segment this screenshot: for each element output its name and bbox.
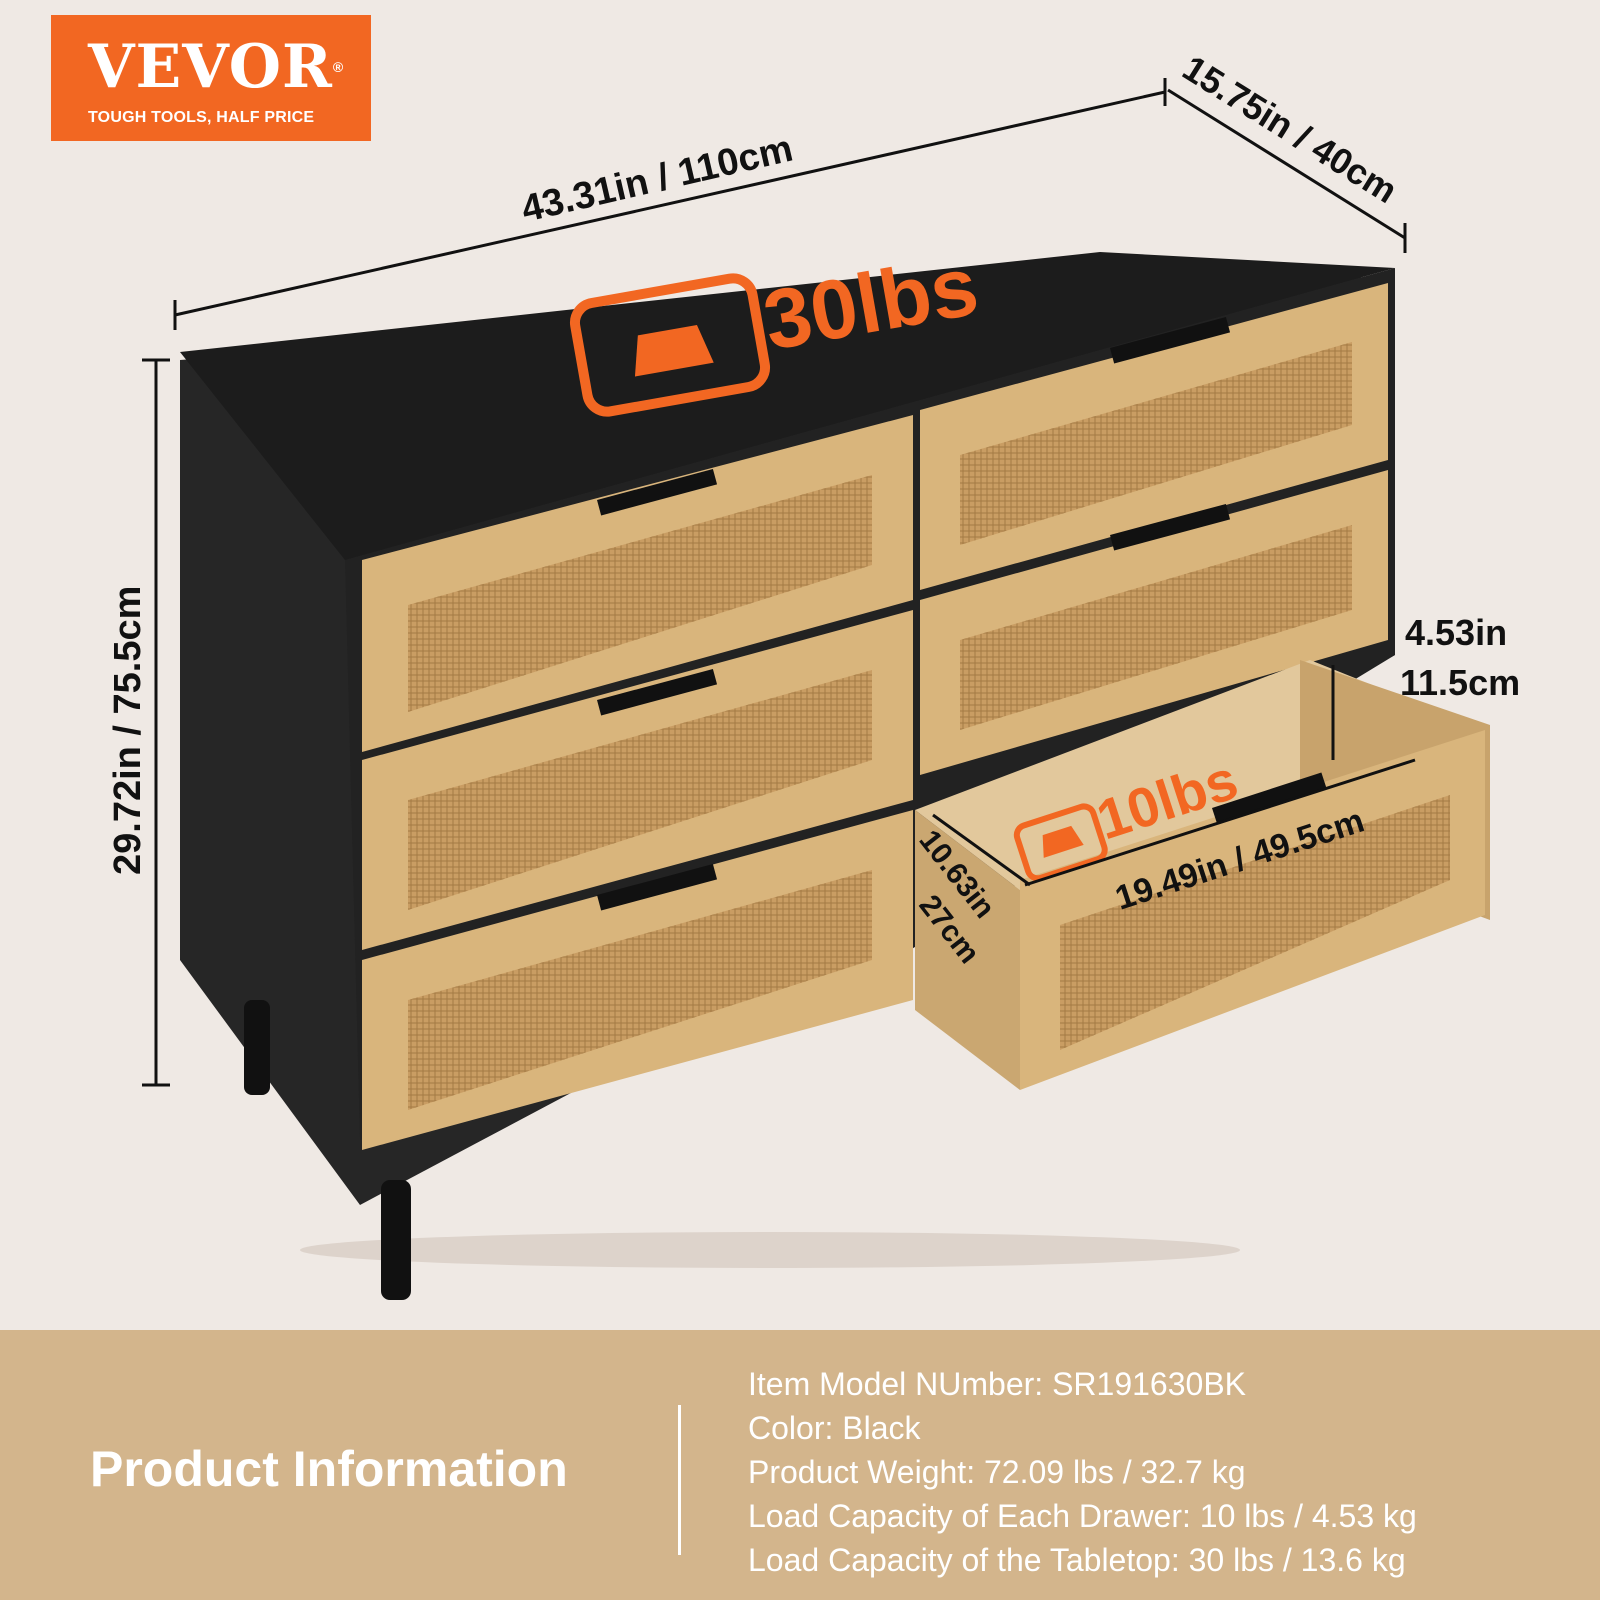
drawer-left-3: [362, 810, 913, 1150]
drawer-height-in-label: 4.53in: [1405, 612, 1507, 653]
width-label: 43.31in / 110cm: [518, 128, 797, 231]
brand-name: VEVOR®: [88, 32, 345, 102]
info-model: Item Model NUmber: SR191630BK: [748, 1366, 1246, 1402]
product-info-list: Item Model NUmber: SR191630BK Color: Bla…: [748, 1362, 1417, 1582]
brand-logo: VEVOR® TOUGH TOOLS, HALF PRICE: [51, 15, 371, 141]
dimension-lines: [142, 78, 1416, 1087]
info-divider: [678, 1405, 681, 1555]
dresser-illustration: 30lbs 10lbs 43.31in / 110cm 15.75in / 40…: [107, 47, 1520, 1300]
depth-line: [1167, 88, 1406, 240]
drawer-left-1: [362, 415, 913, 752]
info-drawer-capacity: Load Capacity of Each Drawer: 10 lbs / 4…: [748, 1498, 1417, 1534]
info-tabletop-capacity: Load Capacity of the Tabletop: 30 lbs / …: [748, 1542, 1406, 1578]
cabinet-top: [180, 252, 1395, 560]
floor-shadow: [300, 1232, 1240, 1268]
drawer-open: [915, 660, 1490, 1090]
info-color: Color: Black: [748, 1410, 921, 1446]
height-label: 29.72in / 75.5cm: [107, 586, 149, 875]
leg-back: [244, 1000, 270, 1095]
depth-label: 15.75in / 40cm: [1176, 47, 1405, 211]
weight-icon: [634, 325, 714, 377]
weight-icon-small: [1042, 825, 1084, 858]
weight-icon-frame: [569, 273, 771, 417]
drawer-width-line: [1024, 758, 1416, 887]
brand-tagline: TOUGH TOOLS, HALF PRICE: [88, 109, 315, 126]
width-line: [174, 90, 1166, 317]
drawer-open-side: [915, 810, 1020, 1090]
product-info-band: Product Information Item Model NUmber: S…: [0, 1330, 1600, 1600]
product-image: 30lbs 10lbs 43.31in / 110cm 15.75in / 40…: [51, 15, 1520, 1300]
drawer-height-cm-label: 11.5cm: [1400, 662, 1520, 703]
drawer-left-2: [362, 610, 913, 950]
leg-front: [381, 1180, 411, 1300]
drawer-right-1: [920, 283, 1388, 590]
drawer-right-2: [920, 470, 1388, 775]
info-weight: Product Weight: 72.09 lbs / 32.7 kg: [748, 1454, 1246, 1490]
product-info-title: Product Information: [90, 1441, 568, 1497]
drawer-open-rattan: [1060, 795, 1450, 1050]
registered-mark: ®: [332, 59, 345, 75]
drawer-depth-line: [932, 813, 1031, 887]
weight-icon-frame-small: [1013, 803, 1108, 882]
